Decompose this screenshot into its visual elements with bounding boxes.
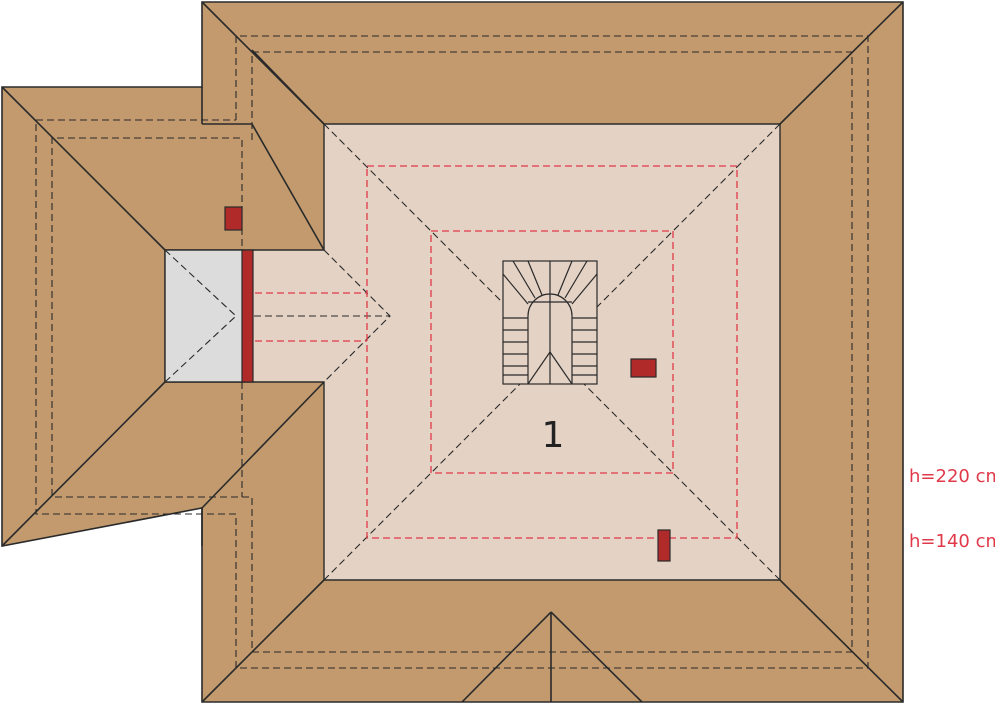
legend-h220: h=220 cm — [909, 466, 995, 487]
wall-annex-red — [241, 249, 254, 383]
staircase — [502, 260, 598, 385]
chimney-bottom — [657, 529, 671, 562]
annex-floor — [164, 249, 244, 383]
room-number: 1 — [542, 415, 565, 456]
legend-h140: h=140 cm — [909, 531, 995, 552]
chimney-right — [630, 358, 657, 378]
chimneys — [224, 206, 671, 562]
chimney-left — [224, 206, 243, 231]
height-lines — [255, 165, 738, 539]
